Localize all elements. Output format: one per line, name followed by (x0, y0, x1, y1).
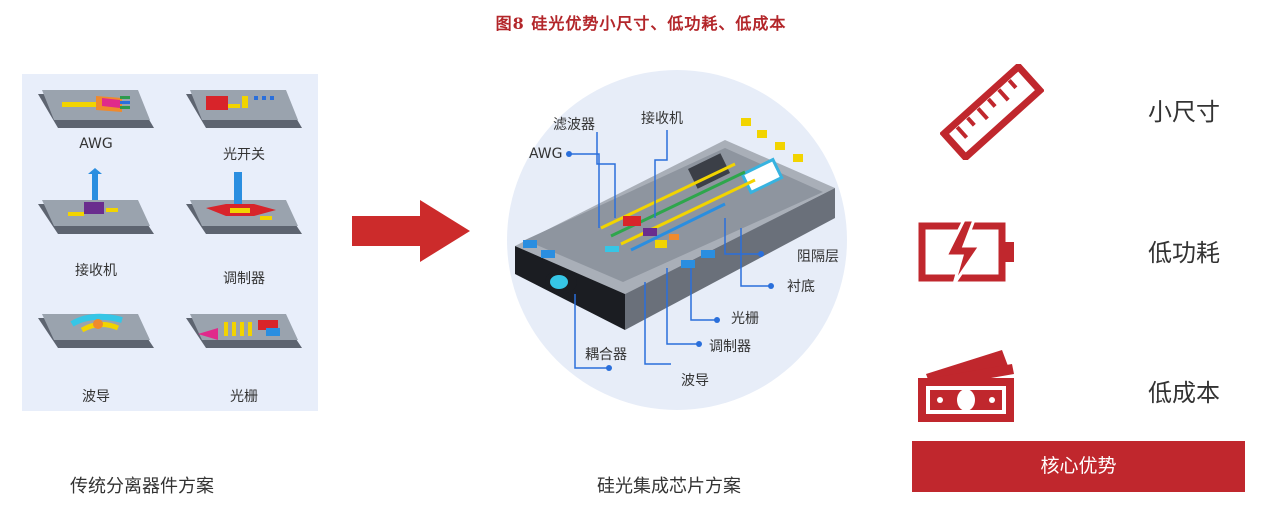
figure-title: 图8 硅光优势小尺寸、低功耗、低成本 (495, 14, 787, 33)
label-coupler: 耦合器 (585, 347, 627, 363)
grating-illustration (186, 314, 302, 348)
caption-integrated: 硅光集成芯片方案 (597, 476, 741, 497)
chip-illustration (507, 70, 847, 410)
label-chip-modulator: 调制器 (709, 339, 751, 355)
receiver-illustration (38, 168, 154, 234)
label-filter: 滤波器 (553, 117, 595, 133)
advantage-small-size: 小尺寸 (1148, 98, 1220, 126)
label-waveguide: 波导 (82, 389, 110, 405)
caption-discrete: 传统分离器件方案 (70, 476, 214, 497)
component-receiver: 接收机 (22, 168, 170, 280)
label-grating: 光栅 (230, 389, 258, 405)
discrete-components-panel: AWG 光开关 接收机 (22, 74, 318, 411)
integrated-chip-panel: 滤波器 接收机 AWG 阻隔层 衬底 光栅 耦合器 调制器 波导 (505, 68, 850, 413)
label-barrier-layer: 阻隔层 (797, 249, 839, 265)
money-icon (918, 350, 1014, 422)
battery-icon (918, 220, 1014, 284)
modulator-illustration (186, 172, 302, 234)
component-grating: 光栅 (170, 290, 318, 405)
right-arrow-icon (352, 200, 470, 262)
advantage-low-power: 低功耗 (1148, 239, 1220, 267)
label-substrate: 衬底 (787, 279, 815, 295)
label-receiver: 接收机 (75, 263, 117, 279)
component-awg: AWG (22, 74, 170, 186)
label-awg: AWG (79, 136, 113, 152)
awg-illustration (38, 90, 154, 128)
core-advantage-banner: 核心优势 (912, 441, 1245, 492)
component-modulator: 调制器 (170, 168, 318, 287)
waveguide-illustration (38, 313, 154, 348)
optical-switch-illustration (186, 90, 302, 128)
label-optical-switch: 光开关 (223, 147, 265, 163)
label-chip-grating: 光栅 (731, 311, 759, 327)
advantage-low-cost: 低成本 (1148, 379, 1220, 407)
label-modulator: 调制器 (223, 271, 265, 287)
component-optical-switch: 光开关 (170, 74, 318, 186)
ruler-icon (940, 64, 1044, 160)
label-chip-awg: AWG (529, 146, 563, 162)
label-chip-receiver: 接收机 (641, 111, 683, 127)
component-waveguide: 波导 (22, 290, 170, 405)
label-chip-waveguide: 波导 (681, 373, 709, 389)
